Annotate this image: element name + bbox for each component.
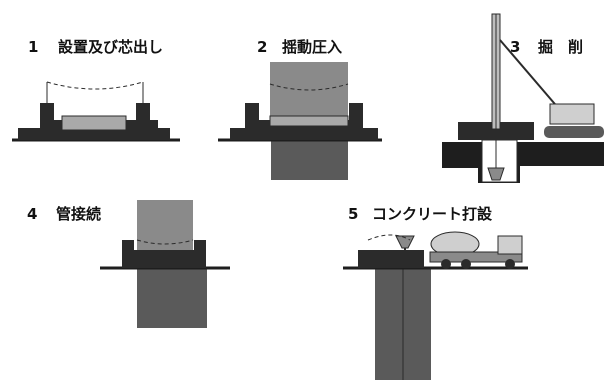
machine-right-column	[136, 103, 150, 123]
machine-right-column	[194, 240, 206, 254]
machine-right-column	[349, 103, 363, 123]
step-5-title: コンクリート打設	[372, 205, 493, 223]
ground-section	[442, 142, 604, 183]
step-4-title: 管接続	[56, 205, 101, 223]
truck-chassis	[429, 251, 523, 263]
truck-wheel	[461, 259, 471, 269]
crane-boom	[499, 39, 561, 111]
step-4-illustration	[100, 200, 230, 328]
tremie-hopper	[395, 235, 415, 249]
step-5-label: 5 コンクリート打設	[348, 205, 493, 223]
right-outrigger	[152, 128, 170, 140]
machine-left-column	[40, 103, 54, 123]
step-1-label: 1 設置及び芯出し	[28, 38, 163, 56]
casing-underground	[271, 140, 348, 180]
oscillation-line	[269, 83, 349, 91]
step-2-title: 揺動圧入	[282, 38, 342, 56]
mixer-truck	[429, 231, 523, 269]
step-2-label: 2 揺動圧入	[257, 38, 342, 56]
step-3-title: 掘 削	[538, 38, 583, 56]
step-3-illustration	[442, 13, 604, 183]
step-3-label: 3 掘 削	[510, 38, 583, 56]
step-4-label: 4 管接続	[27, 205, 101, 223]
step-5-illustration	[343, 231, 528, 380]
step-1-illustration	[12, 81, 180, 142]
step-4-number: 4	[27, 205, 37, 223]
machine-base	[358, 250, 424, 268]
step-2-illustration	[218, 62, 382, 180]
casing-collar	[269, 115, 349, 127]
crane-tracks	[544, 126, 604, 138]
left-outrigger	[18, 128, 40, 140]
crane-cab	[549, 103, 595, 125]
casing-above-ground	[270, 62, 348, 122]
machine-left-column	[122, 240, 134, 254]
pour-line	[367, 234, 411, 241]
machine-base	[122, 250, 206, 268]
casing-underground	[137, 268, 207, 328]
truck-cab	[497, 235, 523, 255]
step-5-number: 5	[348, 205, 358, 223]
centering-rope	[46, 81, 144, 90]
step-1-title: 設置及び芯出し	[58, 38, 163, 56]
joint-line	[136, 239, 194, 245]
machine-left-column	[245, 103, 259, 123]
right-outrigger	[362, 128, 378, 140]
step-1-number: 1	[28, 38, 38, 56]
hammer-grab	[487, 167, 505, 181]
truck-wheel	[505, 259, 515, 269]
casing-bottom	[61, 115, 127, 131]
left-outrigger	[230, 128, 246, 140]
step-3-number: 3	[510, 38, 520, 56]
truck-wheel	[441, 259, 451, 269]
step-2-number: 2	[257, 38, 267, 56]
